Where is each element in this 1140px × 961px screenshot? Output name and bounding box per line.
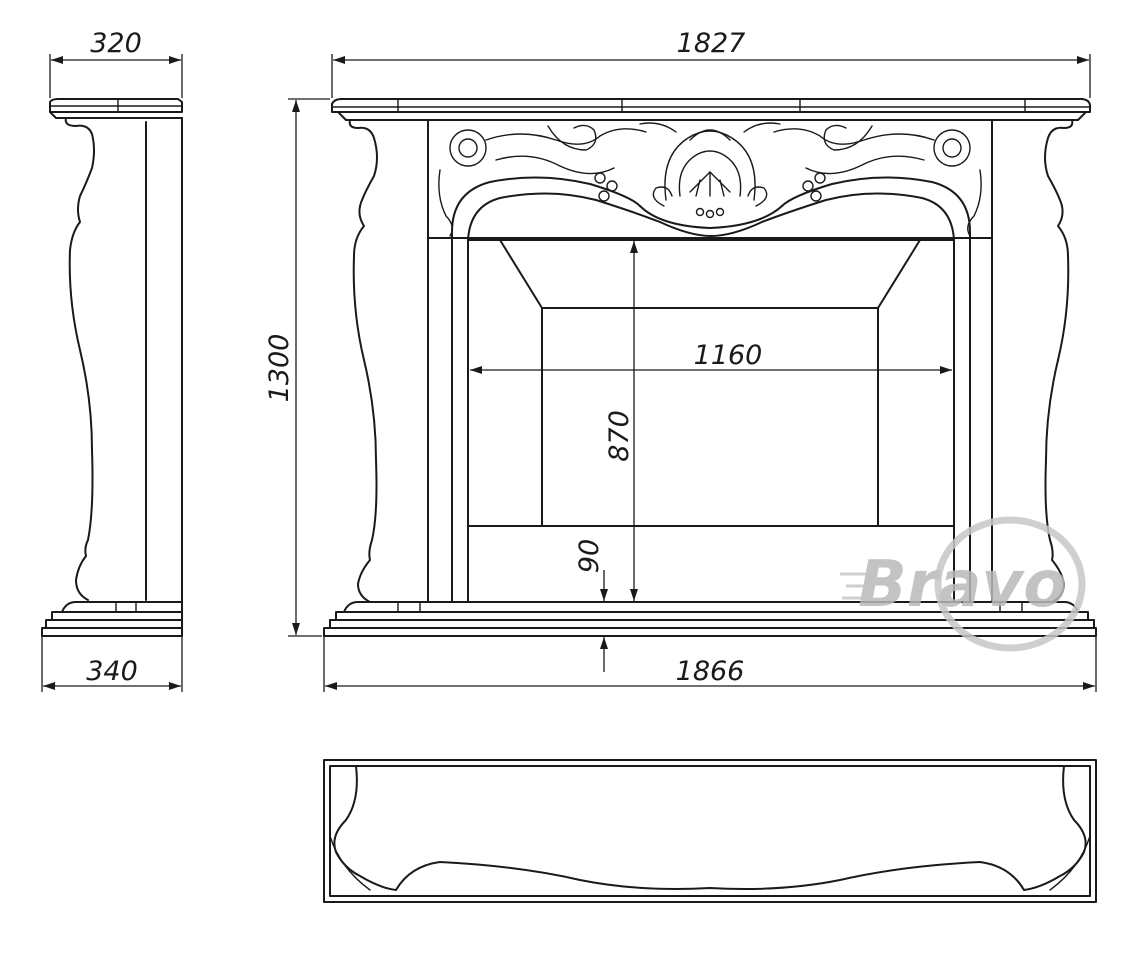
front-view [323,98,1097,637]
dim-1827-label: 1827 [677,28,746,59]
dim-320-label: 320 [90,28,142,59]
dim-90-label: 90 [574,539,605,573]
dimension-lines [41,54,1097,692]
side-view [41,98,183,637]
plan-view [323,759,1097,903]
dim-870-label: 870 [604,410,635,462]
dim-1866-label: 1866 [676,656,745,687]
dimension-labels: 320 1827 1300 1160 870 90 340 1866 [86,28,762,687]
dim-340-label: 340 [86,656,138,687]
dim-1300-label: 1300 [264,334,295,403]
bravo-logo: Bravo [840,516,1086,652]
logo-text: Bravo [858,548,1067,622]
carved-ornament [438,122,982,237]
dim-1160-label: 1160 [694,340,763,371]
